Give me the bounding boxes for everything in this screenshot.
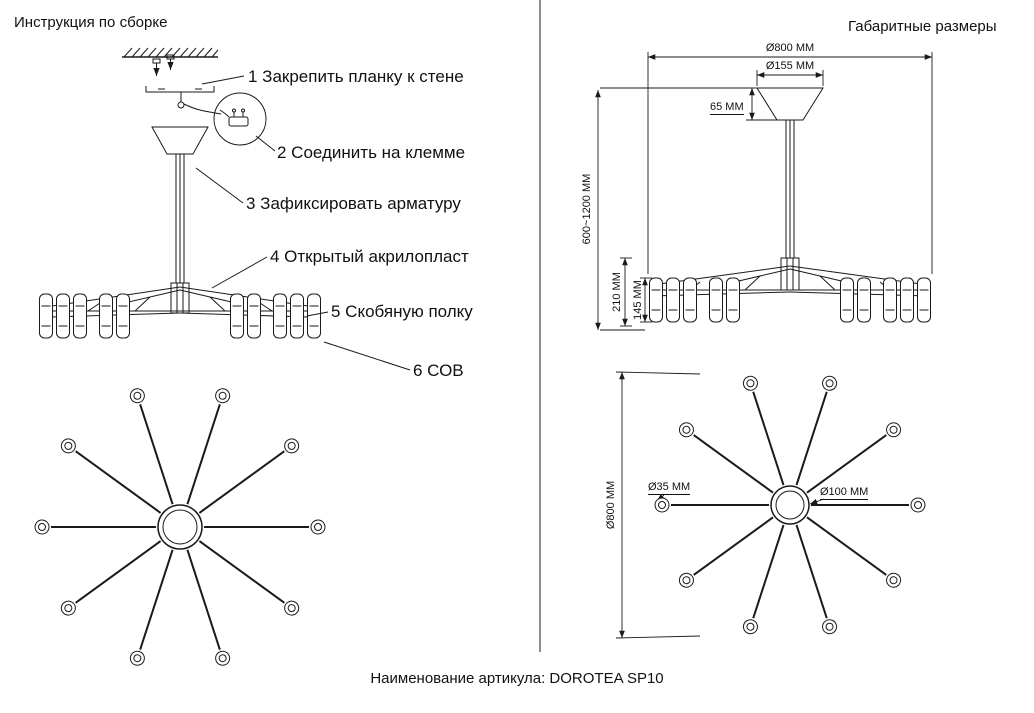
top-view-left <box>34 385 326 669</box>
canopy-right <box>756 87 824 121</box>
dim-canopy-height: 65 ММ <box>710 101 744 115</box>
stem-left <box>175 154 185 283</box>
callout-lines <box>195 75 411 371</box>
left-panel-title: Инструкция по сборке <box>14 14 168 31</box>
stem-right <box>785 120 795 258</box>
dim-top-diameter: Ø800 ММ <box>765 42 815 54</box>
dim-body-height: 210 ММ <box>611 272 623 312</box>
dim-shade-height: 145 ММ <box>632 280 644 320</box>
ceiling-hatch <box>122 47 219 58</box>
step-2-label: 2 Соединить на клемме <box>277 143 466 162</box>
mounting-bracket <box>145 86 222 115</box>
shades-right <box>649 277 931 323</box>
dim-suspension-range: 600~1200 ММ <box>581 173 593 245</box>
article-name: Наименование артикула: DOROTEA SP10 <box>370 670 664 687</box>
shades-left <box>39 293 321 339</box>
step-1-label: 1 Закрепить планку к стене <box>248 67 464 86</box>
top-view-right <box>654 373 926 637</box>
mounting-screws <box>152 54 175 76</box>
right-panel-title: Габаритные размеры <box>848 18 997 35</box>
hub-right <box>780 257 800 291</box>
dim-hub-diameter: Ø100 ММ <box>820 486 869 500</box>
step-6-label: 6 СОВ <box>413 361 464 380</box>
extension-lines <box>600 52 933 639</box>
dimension-lines <box>595 54 932 638</box>
step-5-label: 5 Скобяную полку <box>331 302 473 321</box>
step-4-label: 4 Открытый акрилопласт <box>270 247 469 266</box>
detail-bubble <box>213 92 267 146</box>
step-3-label: 3 Зафиксировать арматуру <box>246 194 461 213</box>
dim-overall-diameter: Ø800 ММ <box>605 480 617 530</box>
dim-end-cap-diameter: Ø35 ММ <box>648 481 691 495</box>
canopy-left <box>151 126 209 155</box>
dim-canopy-diameter: Ø155 ММ <box>765 60 815 72</box>
